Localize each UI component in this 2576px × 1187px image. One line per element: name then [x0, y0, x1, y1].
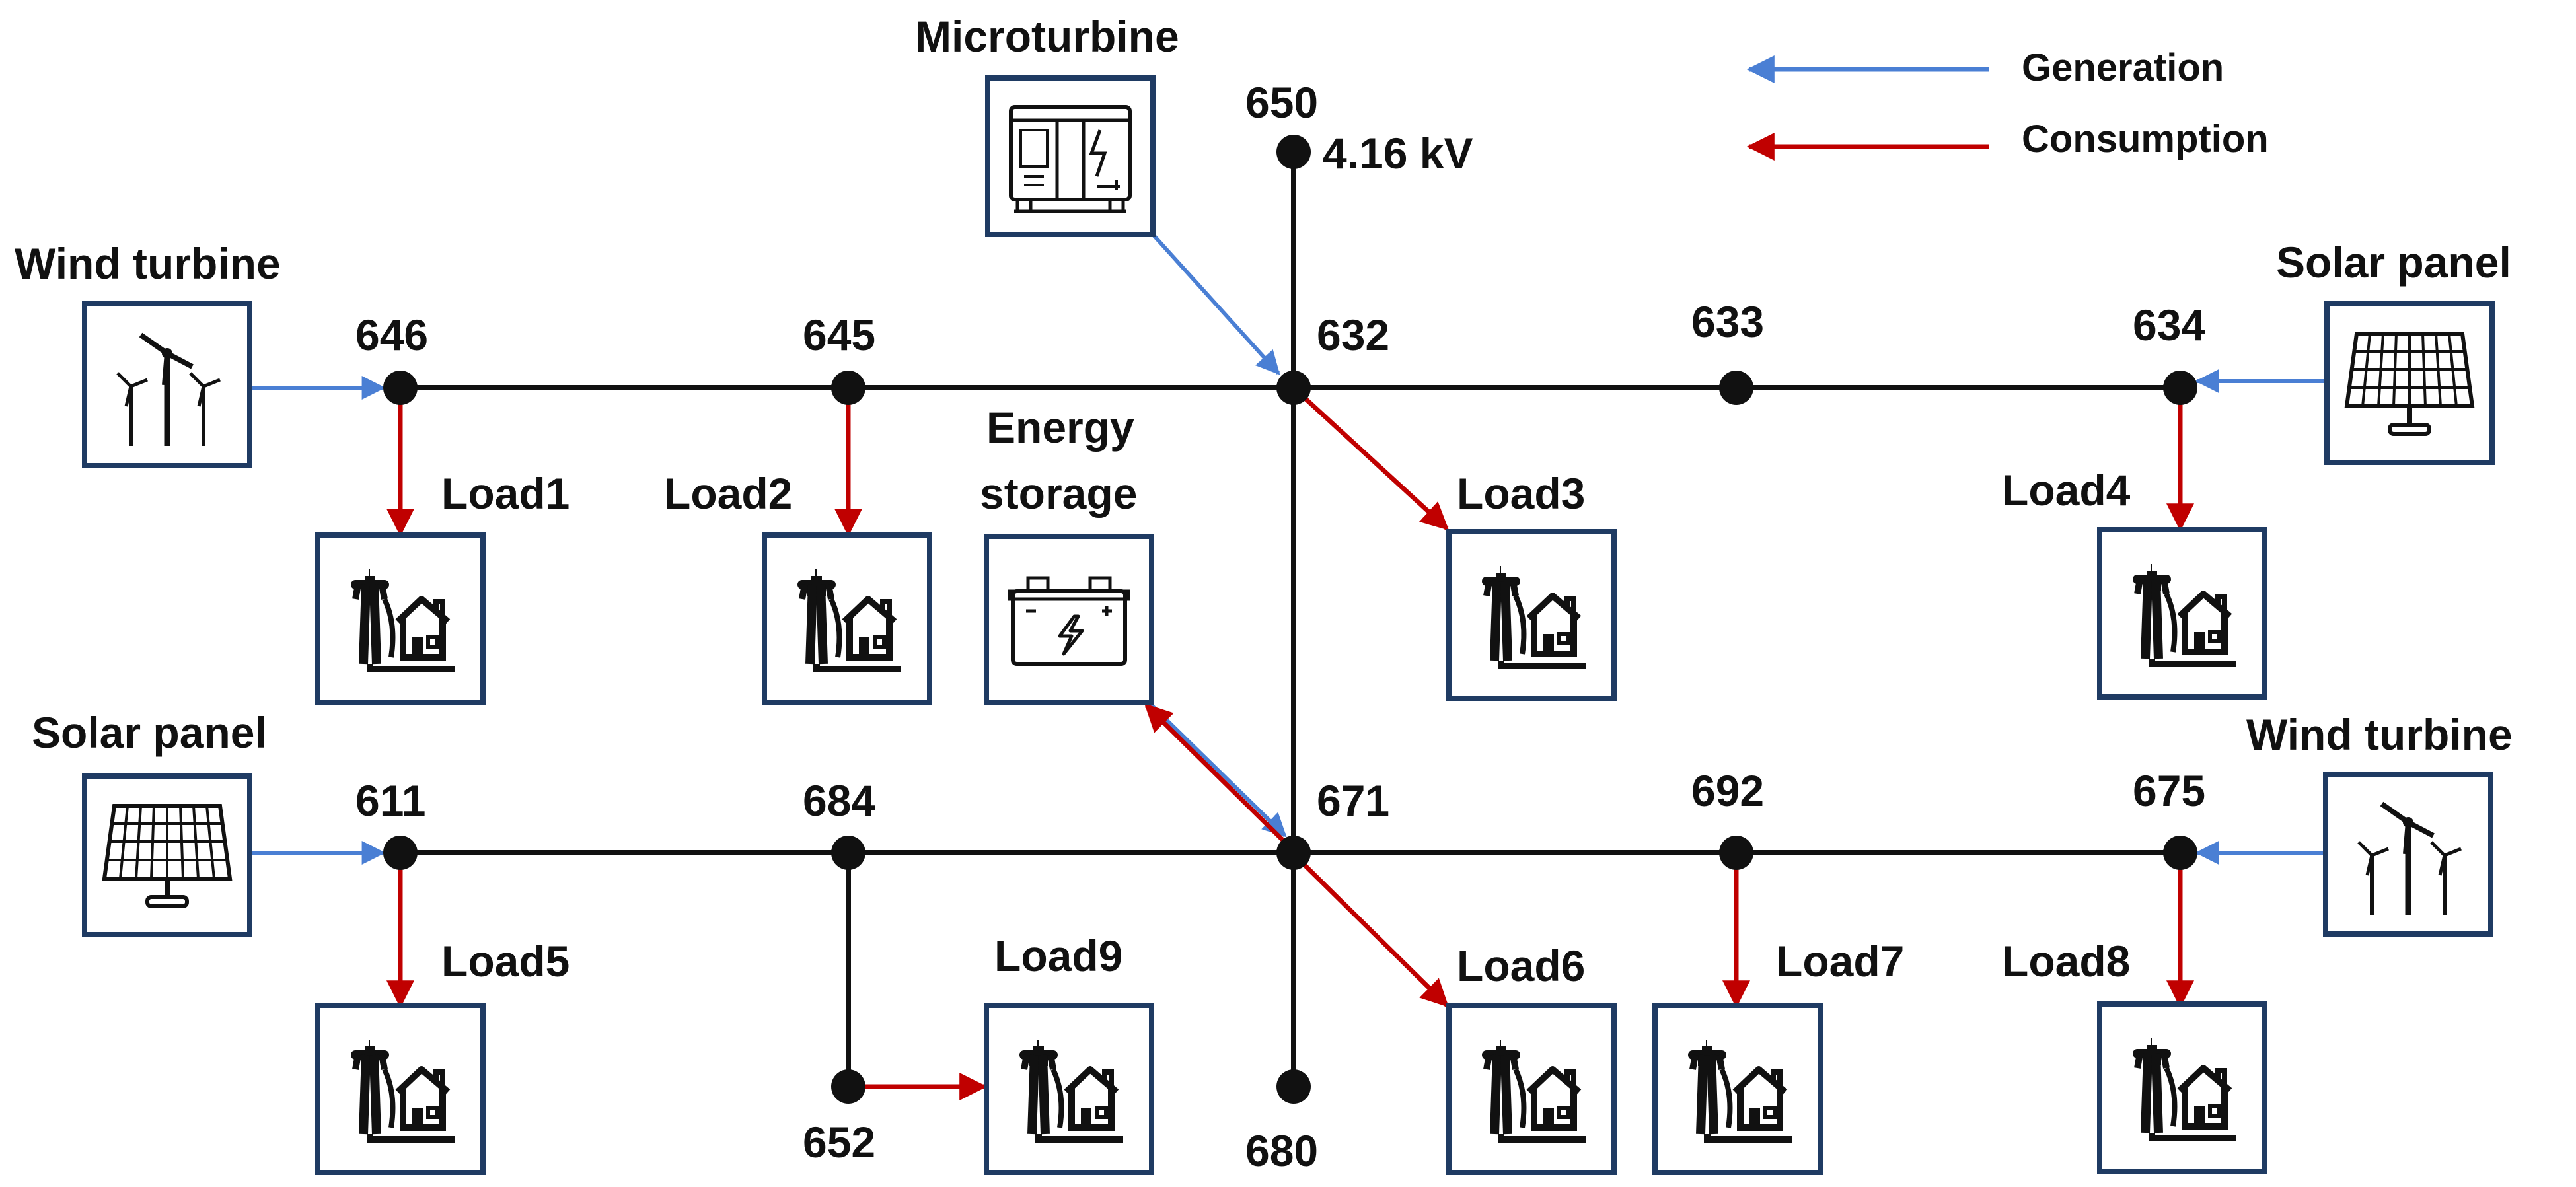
- load1-label: Load1: [441, 469, 570, 518]
- bus-label-632: 632: [1317, 310, 1389, 359]
- arrow-storage-671: [1144, 698, 1287, 838]
- network-lines: [400, 152, 2180, 1087]
- bus-label-684: 684: [803, 776, 875, 825]
- storage-label-line1: Energy: [986, 403, 1134, 452]
- solar-left-label: Solar panel: [32, 708, 267, 757]
- bus-632: [1276, 371, 1311, 405]
- legend-consumption-label: Consumption: [2022, 118, 2269, 161]
- legend-generation-label: Generation: [2022, 46, 2224, 89]
- bus-684: [831, 836, 865, 870]
- load-8: Load8: [2002, 937, 2267, 1174]
- load5-label: Load5: [441, 937, 570, 986]
- bus-634: [2163, 371, 2197, 405]
- arrow-632-load3: [1301, 394, 1450, 530]
- legend: Generation Consumption: [1746, 46, 2269, 161]
- load7-label: Load7: [1776, 937, 1904, 986]
- bus-label-645: 645: [803, 310, 875, 359]
- microturbine-label: Microturbine: [915, 12, 1179, 61]
- load4-label: Load4: [2002, 466, 2131, 515]
- arrow-671-load6: [1300, 860, 1449, 1007]
- source-wind-left: Wind turbine: [15, 239, 281, 468]
- bus-labels: 650 4.16 kV 646 645 632 633 634 611 684 …: [355, 78, 2205, 1175]
- bus-label-611: 611: [355, 776, 425, 825]
- bus-680: [1276, 1069, 1311, 1104]
- load3-label: Load3: [1457, 469, 1585, 518]
- bus-633: [1719, 371, 1753, 405]
- load9-label: Load9: [994, 931, 1122, 980]
- bus-label-634: 634: [2133, 301, 2205, 349]
- bus-650: [1276, 135, 1311, 169]
- bus-645: [831, 371, 865, 405]
- load6-label: Load6: [1457, 941, 1585, 990]
- load-6: Load6: [1446, 941, 1617, 1175]
- load-3: Load3: [1446, 469, 1617, 701]
- bus-label-692: 692: [1691, 766, 1764, 815]
- wind-left-label: Wind turbine: [15, 239, 281, 288]
- load-9: Load9: [984, 931, 1154, 1175]
- bus-label-650: 650: [1245, 78, 1318, 127]
- bus-611: [383, 836, 418, 870]
- source-wind-right: Wind turbine: [2246, 710, 2513, 937]
- consumption-arrows: [386, 394, 2194, 1100]
- source-energy-storage: Energy storage: [980, 403, 1154, 705]
- load-1: Load1: [315, 469, 570, 705]
- load-5: Load5: [315, 937, 570, 1175]
- bus-label-633: 633: [1691, 297, 1764, 346]
- storage-label-line2: storage: [980, 469, 1137, 518]
- bus-652: [831, 1069, 865, 1104]
- arrow-671-storage: [1144, 703, 1290, 847]
- bus-nodes: [383, 135, 2197, 1104]
- load-7: Load7: [1652, 937, 1904, 1175]
- bus-label-652: 652: [803, 1118, 875, 1167]
- bus-675: [2163, 836, 2197, 870]
- generation-arrows: [250, 233, 2327, 865]
- load-2: Load2: [664, 469, 932, 705]
- solar-right-label: Solar panel: [2276, 238, 2511, 287]
- load2-label: Load2: [664, 469, 792, 518]
- source-solar-right: Solar panel: [2276, 238, 2511, 465]
- bus-label-646: 646: [355, 310, 428, 359]
- bus-692: [1719, 836, 1753, 870]
- arrow-micro-632: [1151, 233, 1280, 375]
- bus-label-671: 671: [1317, 776, 1389, 825]
- source-solar-left: Solar panel: [32, 708, 267, 937]
- load-4: Load4: [2002, 466, 2267, 700]
- load8-label: Load8: [2002, 937, 2130, 986]
- wind-right-label: Wind turbine: [2246, 710, 2513, 759]
- source-microturbine: Microturbine: [915, 12, 1179, 237]
- bus-646: [383, 371, 418, 405]
- voltage-label: 4.16 kV: [1323, 129, 1473, 178]
- bus-label-675: 675: [2133, 766, 2205, 815]
- bus-label-680: 680: [1245, 1126, 1318, 1175]
- bus-671: [1276, 836, 1311, 870]
